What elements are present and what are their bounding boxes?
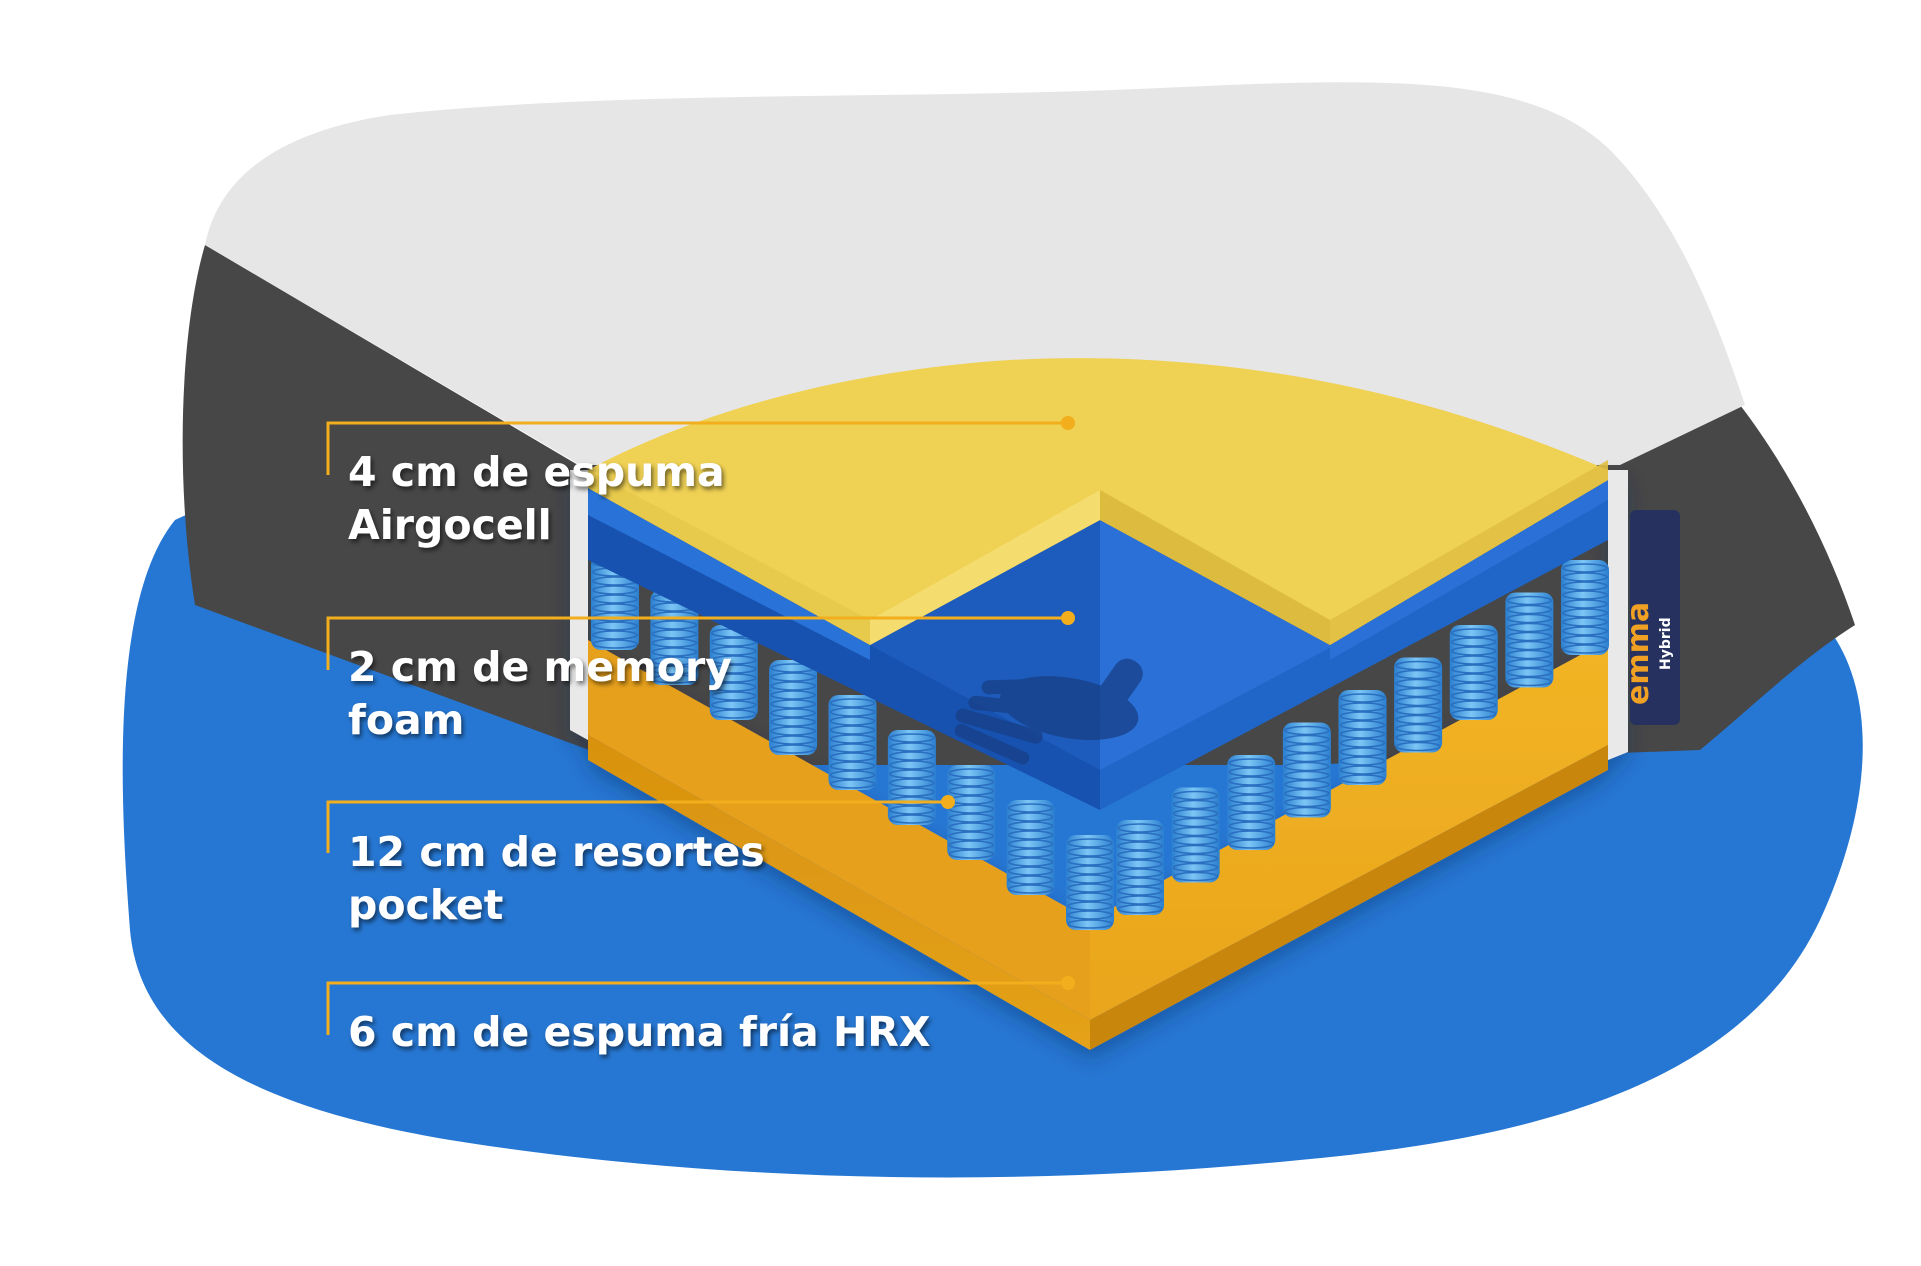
spring-coil (1561, 560, 1609, 655)
spring-coil (1116, 820, 1164, 915)
hand-print-icon (954, 658, 1143, 765)
brand-product: Hybrid (1658, 617, 1674, 670)
callout-line-2: foam (348, 696, 464, 744)
base-layer-left-face (588, 735, 1090, 1050)
memory-foam-cut-right (1100, 500, 1608, 810)
callout-line (326, 981, 1068, 1035)
memory-foam-top-right (1330, 480, 1608, 660)
callout-line-1: 6 cm de espuma fría HRX (348, 1008, 931, 1056)
callout-dot (1061, 976, 1075, 990)
spring-coil (1338, 690, 1387, 785)
brand-logo: emma (1621, 602, 1656, 705)
spring-coil (1282, 722, 1331, 818)
spring-coil (709, 625, 758, 720)
callout-line-1: 4 cm de espuma (348, 448, 725, 496)
callout-line-2: pocket (348, 881, 503, 929)
spring-coil (1171, 787, 1220, 883)
spring-coil (947, 765, 996, 860)
callout-line-2: Airgocell (348, 501, 552, 549)
memory-foam-inner-right (1100, 520, 1330, 800)
callout-label: 4 cm de espuma Airgocell (348, 448, 739, 549)
top-layer-notch-right (1100, 490, 1330, 645)
cut-wall-left (570, 470, 588, 740)
callout-label: 12 cm de resortes pocket (348, 828, 779, 929)
base-layer-right-face (1090, 745, 1608, 1050)
spring-coil (1066, 835, 1114, 930)
callout-label: 2 cm de memory foam (348, 643, 746, 744)
callout-memory-foam: 2 cm de memory foam (326, 611, 1075, 744)
callout-line-1: 12 cm de resortes (348, 828, 765, 876)
cut-wall-right (1608, 470, 1628, 760)
callout-dot (1061, 611, 1075, 625)
mattress-cutaway (570, 470, 1628, 1050)
callout-dot (941, 795, 955, 809)
spring-coil (1006, 800, 1055, 895)
top-layer-cut-right (1330, 460, 1608, 645)
callout-airgocell: 4 cm de espuma Airgocell (326, 416, 1075, 549)
spring-coil (887, 730, 936, 825)
brand-tag: emma Hybrid (1621, 510, 1680, 725)
callout-pocket-springs: 12 cm de resortes pocket (326, 795, 955, 929)
top-layer-cut-left (588, 470, 870, 645)
spring-coil (828, 695, 877, 790)
callout-line-1: 2 cm de memory (348, 643, 732, 691)
callout-cold-foam: 6 cm de espuma fría HRX (326, 976, 1075, 1056)
mattress-cover (205, 82, 1745, 465)
base-layer-right-top (1090, 640, 1608, 1020)
top-comfort-layer (588, 358, 1608, 645)
spring-coil (769, 660, 818, 755)
base-layer-left-top (588, 640, 1090, 1020)
callout-line (326, 800, 948, 853)
brand-tag-background (1630, 510, 1680, 725)
callout-line (326, 616, 1068, 670)
spring-coil (1394, 657, 1443, 753)
callout-line (326, 421, 1068, 475)
callout-label: 6 cm de espuma fría HRX (348, 1008, 931, 1056)
spring-coil (1449, 625, 1498, 720)
callout-dot (1061, 416, 1075, 430)
top-layer-notch-left (870, 490, 1100, 645)
spring-coil (1505, 592, 1554, 688)
spring-coil (1227, 755, 1276, 850)
